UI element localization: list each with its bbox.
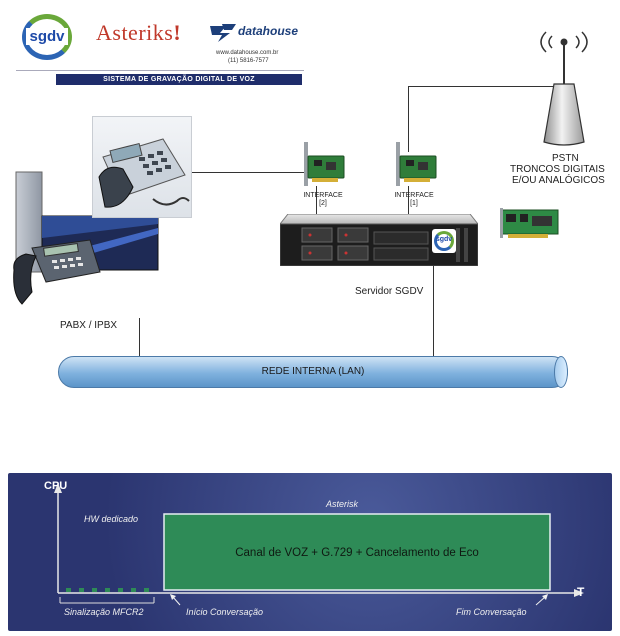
signal-dots <box>66 588 149 592</box>
start-marker-arrow <box>172 596 181 606</box>
datahouse-phone: (11) 5816-7577 <box>228 58 269 64</box>
lan-pipe-end <box>554 356 568 388</box>
asterisk-label: Asterisk <box>325 499 359 509</box>
server-rack: sgdv <box>280 214 478 266</box>
signal-dot <box>79 588 84 592</box>
lan-label: REDE INTERNA (LAN) <box>261 366 365 377</box>
interface-card-1-icon <box>396 142 437 186</box>
server-sgdv-badge: sgdv <box>432 229 456 253</box>
asterisk-logo-text: Asteriks <box>96 20 174 45</box>
wire-pstn-down <box>408 86 409 152</box>
signal-dot <box>131 588 136 592</box>
signal-dot <box>66 588 71 592</box>
interface-1-id: [1] <box>410 200 418 207</box>
server-badge-ring-icon <box>434 231 454 251</box>
phone-photo-icon <box>98 138 190 208</box>
sgdv-logo: sgdv <box>22 14 72 60</box>
signal-dot <box>144 588 149 592</box>
wire-pstn-top <box>408 86 556 87</box>
y-axis-label: CPU <box>44 480 67 492</box>
subtitle-bar: SISTEMA DE GRAVAÇÃO DIGITAL DE VOZ <box>56 74 302 85</box>
x-axis-arrow-icon <box>574 589 584 597</box>
sgdv-logo-ring-icon <box>22 14 72 60</box>
voice-processing-label: Canal de VOZ + G.729 + Cancelamento de E… <box>235 547 479 559</box>
wire-pabx-to-interface2 <box>188 172 314 173</box>
asterisk-logo: Asteriks! <box>96 20 181 46</box>
x-axis-label: T <box>577 585 585 599</box>
signal-label: Sinalização MFCR2 <box>64 607 144 617</box>
cpu-chart-svg: CPU T Canal de VOZ + G.729 + Cancelament… <box>44 480 585 617</box>
end-marker-arrow <box>535 596 546 606</box>
server-badge-text: sgdv <box>435 236 453 243</box>
expansion-card-icon <box>500 208 559 238</box>
wire-interface2-down <box>316 186 317 222</box>
datahouse-logo: datahouse www.datahouse.com.br (11) 5816… <box>208 20 298 66</box>
signal-dot <box>105 588 110 592</box>
wire-server-to-lan <box>433 266 434 358</box>
interface-1-label: INTERFACE [1] <box>388 192 440 208</box>
server-label: Servidor SGDV <box>355 286 424 297</box>
y-axis-arrow-icon <box>54 483 62 493</box>
datahouse-url: www.datahouse.com.br <box>216 50 279 56</box>
header-divider <box>16 70 304 71</box>
datahouse-mark-icon <box>210 24 236 42</box>
end-marker-arrowhead-icon <box>542 594 548 600</box>
asterisk-logo-mark: ! <box>173 20 182 45</box>
interface-1-title: INTERFACE <box>394 192 434 199</box>
lan-pipe: REDE INTERNA (LAN) <box>58 356 568 388</box>
pabx-label: PABX / IPBX <box>60 320 118 331</box>
interface-2-title: INTERFACE <box>303 192 343 199</box>
cpu-chart: CPU T Canal de VOZ + G.729 + Cancelament… <box>8 473 612 631</box>
header-banner: sgdv Asteriks! datahouse www.datahouse.c… <box>8 8 304 85</box>
interface-2-label: INTERFACE [2] <box>298 192 348 208</box>
start-marker-arrowhead-icon <box>170 594 176 600</box>
end-conversation-label: Fim Conversação <box>456 607 527 617</box>
pstn-label: PSTN <box>552 153 579 164</box>
pstn-detail-1: TRONCOS DIGITAIS <box>510 164 605 175</box>
desk-phone-icon <box>13 239 101 305</box>
interface-2-id: [2] <box>319 200 327 207</box>
interface-card-2-icon <box>304 142 345 186</box>
wire-pabx-to-lan <box>139 318 140 358</box>
voice-processing-box <box>163 513 551 591</box>
phone-photo <box>92 116 192 218</box>
datahouse-name: datahouse <box>238 24 299 38</box>
signal-dot <box>118 588 123 592</box>
pstn-antenna-icon <box>540 31 588 146</box>
pstn-detail-2: E/OU ANALÓGICOS <box>512 175 605 186</box>
hw-dedicated-label: HW dedicado <box>84 514 138 524</box>
start-conversation-label: Início Conversação <box>186 607 263 617</box>
wire-interface1-down <box>408 186 409 222</box>
sgdv-logo-text: sgdv <box>26 28 68 45</box>
signal-dot <box>92 588 97 592</box>
